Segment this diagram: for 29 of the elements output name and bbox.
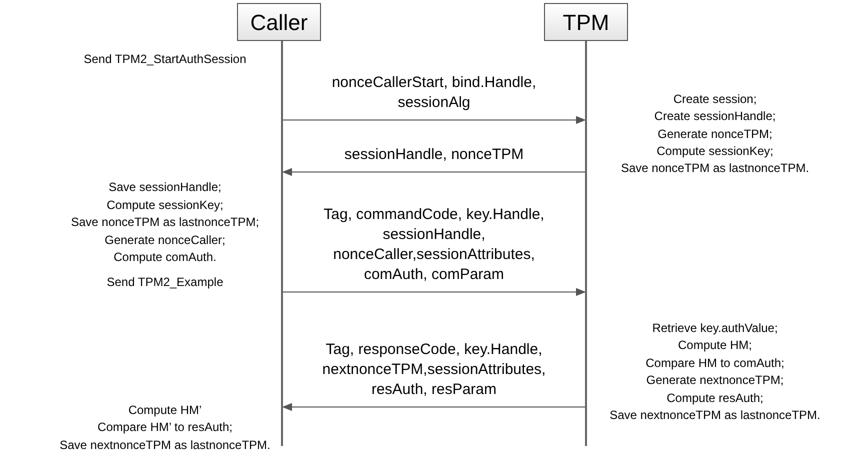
- note-text: Save nonceTPM as lastnonceTPM;: [70, 214, 260, 231]
- note-text: Compute resAuth;: [666, 390, 764, 407]
- note-text: Compute sessionKey;: [656, 143, 774, 160]
- lifeline: [585, 41, 587, 446]
- message-arrow: [282, 288, 586, 296]
- note-text: Send TPM2_StartAuthSession: [82, 51, 248, 68]
- note-text: Save sessionHandle;: [108, 179, 222, 196]
- participant-box: TPM: [544, 3, 628, 41]
- message-arrow: [282, 116, 586, 124]
- message-arrow: [282, 168, 586, 176]
- note-text: Send TPM2_Example: [106, 274, 224, 291]
- note-text: Generate nonceTPM;: [656, 126, 774, 143]
- note-text: Compute comAuth.: [112, 249, 218, 266]
- note-text: Retrieve key.authValue;: [651, 320, 779, 337]
- note-text: Compare HM’ to resAuth;: [96, 419, 234, 436]
- participant-box: Caller: [237, 3, 321, 41]
- note-text: Save nextnonceTPM as lastnonceTPM.: [58, 437, 272, 454]
- note-text: Generate nonceCaller;: [104, 232, 226, 249]
- lifeline: [281, 41, 283, 446]
- note-text: Compute HM;: [676, 337, 754, 354]
- message-arrow: [282, 403, 586, 411]
- note-text: Compare HM to comAuth;: [644, 355, 786, 372]
- note-text: Save nextnonceTPM as lastnonceTPM.: [608, 407, 822, 424]
- note-text: Create session;: [672, 91, 758, 108]
- note-text: Compute sessionKey;: [106, 197, 224, 214]
- note-text: Compute HM’: [127, 402, 203, 419]
- note-text: Create sessionHandle;: [653, 108, 777, 125]
- note-text: Generate nextnonceTPM;: [645, 372, 785, 389]
- note-text: Save nonceTPM as lastnonceTPM.: [620, 160, 810, 177]
